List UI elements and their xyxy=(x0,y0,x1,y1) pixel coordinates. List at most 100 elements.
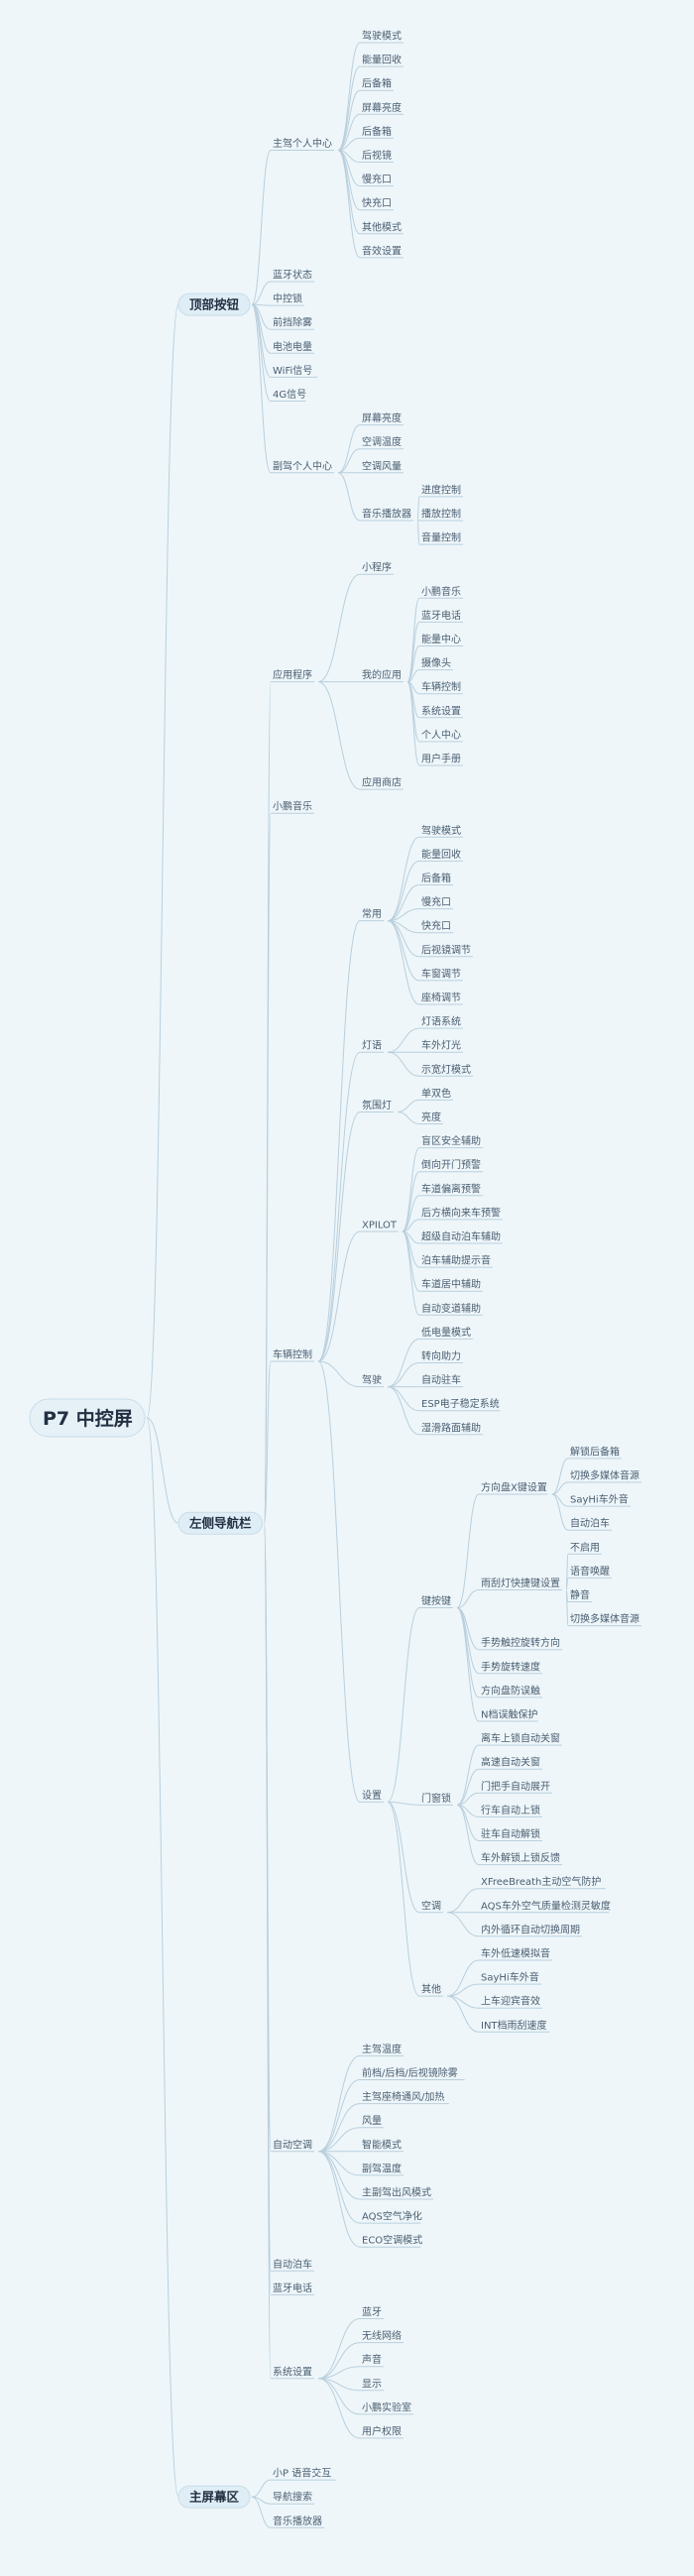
connector xyxy=(337,113,361,151)
node-label: 副驾温度 xyxy=(362,2162,402,2174)
root-label: P7 中控屏 xyxy=(43,1407,133,1430)
connector xyxy=(406,681,420,743)
node-label: 副驾个人中心 xyxy=(273,459,332,472)
connector xyxy=(387,1801,420,1914)
connector xyxy=(387,920,420,1005)
node-label: 空调风量 xyxy=(362,459,402,472)
branch-node-左侧导航栏 xyxy=(177,1511,263,1535)
connector xyxy=(251,303,272,402)
connector xyxy=(317,681,361,790)
node-label: 车道偏离预警 xyxy=(421,1182,481,1195)
node-label: 后备箱 xyxy=(362,77,392,90)
connector xyxy=(317,1360,361,1388)
node-label: 方向盘X键设置 xyxy=(481,1481,547,1494)
node-label: 高速自动关窗 xyxy=(481,1756,540,1769)
node-label: 常用 xyxy=(362,907,382,920)
node-label: 蓝牙状态 xyxy=(273,269,312,282)
connector xyxy=(446,1959,480,1997)
node-label: 车外灯光 xyxy=(421,1039,461,1052)
node-label: 音效设置 xyxy=(362,244,402,257)
connector xyxy=(387,1801,420,1806)
connector xyxy=(387,1607,420,1803)
node-label: 导航搜索 xyxy=(273,2491,312,2504)
node-label: 摄像头 xyxy=(421,656,451,669)
connector xyxy=(387,860,420,922)
connector xyxy=(337,137,361,151)
connector xyxy=(387,1051,420,1077)
node-label: 示宽灯模式 xyxy=(421,1063,471,1076)
node-label: 个人中心 xyxy=(421,728,461,741)
node-label: 小鹏音乐 xyxy=(273,800,312,813)
node-label: 车辆控制 xyxy=(421,680,461,693)
node-label: 后备箱 xyxy=(362,125,392,138)
node-label: 主驾个人中心 xyxy=(273,137,332,150)
node-label: 氛围灯 xyxy=(362,1099,392,1112)
node-label: 灯语 xyxy=(362,1040,382,1052)
connector xyxy=(456,1804,480,1866)
node-label: 后视镜 xyxy=(362,149,392,162)
connector xyxy=(456,1744,480,1806)
node-label: 用户手册 xyxy=(421,753,461,765)
node-label: 车外低速模拟音 xyxy=(481,1947,550,1960)
connector xyxy=(446,1983,480,1997)
node-label: 座椅调节 xyxy=(421,992,461,1004)
branch-label: 顶部按钮 xyxy=(189,297,240,312)
node-label: 快充口 xyxy=(421,919,451,932)
connector xyxy=(264,812,272,1524)
connector xyxy=(387,1338,420,1388)
node-label: 行车自动上锁 xyxy=(481,1804,540,1816)
connector xyxy=(402,1230,420,1292)
node-label: 门窗锁 xyxy=(421,1792,451,1805)
node-label: 播放控制 xyxy=(421,508,461,521)
connector xyxy=(337,65,361,151)
connector xyxy=(317,2151,361,2200)
connector xyxy=(402,1219,420,1232)
node-label: 内外循环自动切换周期 xyxy=(481,1923,580,1935)
connector xyxy=(456,1493,480,1609)
node-label: 音量控制 xyxy=(421,531,461,544)
node-label: 设置 xyxy=(362,1790,382,1802)
node-label: 小鹏实验室 xyxy=(362,2400,411,2413)
node-label: AQS空气净化 xyxy=(362,2210,422,2223)
node-label: 低电量模式 xyxy=(421,1326,471,1339)
connector xyxy=(317,1111,361,1362)
node-label: 声音 xyxy=(362,2353,382,2366)
connector xyxy=(456,1768,480,1806)
connector xyxy=(317,2151,361,2224)
connector xyxy=(251,2496,272,2528)
connector xyxy=(264,1522,272,2380)
connector xyxy=(337,89,361,151)
node-label: 主驾座椅通风/加热 xyxy=(362,2090,444,2103)
node-label: 上车迎宾音效 xyxy=(481,1995,540,2008)
connector xyxy=(337,149,361,235)
root-node xyxy=(29,1398,146,1438)
connector xyxy=(317,573,361,683)
node-label: 能量回收 xyxy=(362,54,402,66)
node-label: 灯语系统 xyxy=(421,1015,461,1028)
node-label: 驾驶模式 xyxy=(362,30,402,43)
branch-node-顶部按钮 xyxy=(177,293,251,316)
node-label: 不启用 xyxy=(570,1541,600,1554)
node-label: 语音唤醒 xyxy=(570,1565,610,1578)
node-label: WiFi信号 xyxy=(273,365,312,377)
node-label: XFreeBreath主动空气防护 xyxy=(481,1875,601,1888)
connector xyxy=(387,920,420,982)
connector xyxy=(337,448,361,474)
connector xyxy=(146,1417,179,1524)
node-label: 风量 xyxy=(362,2115,382,2127)
node-label: 系统设置 xyxy=(273,2365,312,2378)
connector xyxy=(406,597,420,683)
node-label: 音乐播放器 xyxy=(273,2515,322,2527)
connector xyxy=(456,1588,480,1609)
node-label: 慢充口 xyxy=(362,173,392,185)
connector xyxy=(337,472,361,522)
connector xyxy=(317,920,361,1362)
connector xyxy=(317,2378,361,2439)
connector xyxy=(387,908,420,922)
connector xyxy=(402,1195,420,1232)
node-label: 切换多媒体音源 xyxy=(570,1469,639,1482)
connector xyxy=(456,1792,480,1806)
node-label: 进度控制 xyxy=(421,483,461,496)
connector xyxy=(264,1360,272,1524)
